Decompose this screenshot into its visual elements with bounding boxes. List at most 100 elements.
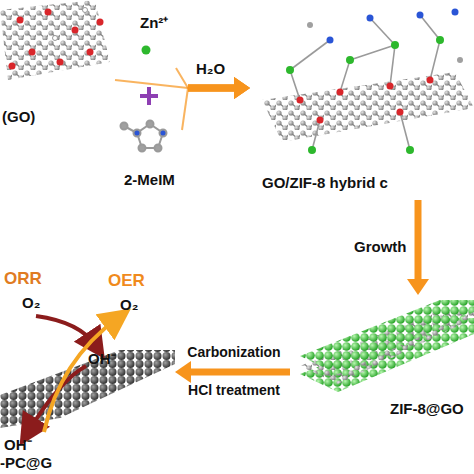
graphene-oxide-part (0, 0, 110, 80)
hybrid-structure-part (290, 15, 440, 150)
arrow-head (175, 361, 191, 383)
structure-node: GO/ZIF-8 hybrid c (250, 0, 474, 200)
arrow-shaft (415, 200, 422, 281)
hybrid-structure-part (308, 146, 316, 154)
structure-label: (GO) (2, 108, 35, 126)
methylimidazole-molecule (121, 121, 167, 152)
zif8-on-graphene-part (300, 300, 474, 374)
chemical-label: O₂ (22, 294, 40, 312)
hybrid-structure-part-part (400, 112, 410, 150)
zinc-ion-part (142, 46, 151, 55)
methylimidazole-molecule-part (160, 130, 167, 137)
reaction-arrow (407, 200, 429, 295)
hybrid-structure-part-part (312, 120, 320, 150)
hybrid-structure-part (317, 117, 324, 124)
hybrid-structure-part (391, 41, 399, 49)
structure-node: (GO) (0, 0, 115, 130)
arrow-head (234, 77, 250, 99)
orr-oer-arrows-part (36, 316, 96, 346)
graphene-oxide-part (17, 17, 24, 24)
reaction-arrow (182, 77, 250, 130)
graphene-oxide-part (87, 49, 94, 56)
graphene-oxide-part (9, 63, 16, 70)
hybrid-structure-part (436, 36, 444, 44)
arrow-label: H₂O (196, 60, 225, 78)
chemical-label: OH⁻ (4, 436, 32, 454)
structure-label: Zn²⁺ (140, 14, 168, 32)
arrow-shaft (189, 369, 290, 376)
arrow-head (234, 77, 250, 99)
graphene-oxide-part (45, 9, 52, 16)
zif8-on-graphene (300, 300, 474, 392)
structure-node: -PC@G (0, 340, 175, 474)
hybrid-structure-part (286, 66, 294, 74)
structure-node: Zn²⁺ (120, 14, 180, 68)
zinc-ion (142, 46, 151, 55)
hybrid-structure-part (337, 89, 344, 96)
arrow-shaft (188, 85, 236, 92)
hybrid-structure-part-part (370, 18, 395, 45)
graphene-oxide-part (97, 19, 104, 26)
hybrid-structure-part-part (430, 40, 440, 80)
structure-label: GO/ZIF-8 hybrid c (262, 174, 388, 192)
hybrid-structure-part (307, 22, 313, 28)
reaction-arrow (175, 361, 290, 383)
hybrid-structure-part (297, 97, 304, 104)
graphene-oxide-part (57, 59, 64, 66)
plus-sign-part (147, 87, 151, 105)
arrow-branch (182, 88, 188, 130)
hybrid-structure-part-part (390, 45, 395, 86)
methylimidazole-molecule-part (121, 123, 128, 130)
arrow-branch (115, 80, 188, 88)
methylimidazole-molecule-part (134, 130, 141, 137)
hybrid-structure-part (397, 109, 404, 116)
structure-label: ZIF-8@GO (390, 400, 464, 418)
graphene-oxide-part (29, 49, 36, 56)
hybrid-structure-part-part (420, 15, 440, 40)
hybrid-structure-part (387, 83, 394, 90)
orr-oer-arrows-part (44, 318, 118, 432)
structure-label: -PC@G (0, 454, 52, 472)
arrow-shaft (188, 85, 236, 92)
arrow-head (407, 279, 429, 295)
hybrid-structure-part-part (350, 45, 395, 60)
structure-label: 2-MeIM (124, 171, 175, 189)
orr-oer-arrows-part (28, 366, 86, 432)
reaction-arrow (115, 77, 250, 99)
hybrid-structure-part (367, 15, 374, 22)
hybrid-structure (262, 9, 474, 155)
hybrid-structure-part-part (340, 60, 350, 92)
chemical-label: ORR (4, 270, 42, 288)
hybrid-structure-part (427, 77, 434, 84)
hybrid-structure-part-part (290, 40, 330, 70)
graphene-oxide-part (72, 27, 79, 34)
hybrid-structure-part (452, 9, 459, 16)
chemical-label: OH⁻ (88, 350, 116, 368)
hybrid-structure-part (346, 56, 354, 64)
methylimidazole-molecule-part (155, 145, 162, 152)
structure-node: ZIF-8@GO (290, 295, 474, 425)
arrow-branch (176, 68, 188, 88)
graphene-oxide-part (53, 36, 58, 41)
hybrid-structure-part (457, 57, 463, 63)
arrow-shaft (188, 85, 236, 92)
hybrid-structure-part-part (290, 70, 300, 100)
structure-node: 2-MeIM (110, 105, 182, 195)
graphene-oxide (0, 0, 110, 80)
methylimidazole-molecule-part (139, 145, 146, 152)
hybrid-structure-part (327, 37, 334, 44)
porous-carbon-graphene-part (0, 350, 175, 428)
hybrid-structure-part (417, 12, 424, 19)
arrow-label: Carbonization HCl treatment (178, 333, 290, 409)
chemical-label: O₂ (120, 296, 138, 314)
arrow-label: Growth (354, 238, 407, 256)
hybrid-structure-part (406, 146, 414, 154)
plus-sign (140, 87, 158, 105)
porous-carbon-graphene (0, 350, 175, 428)
graphene-oxide-part (83, 8, 88, 13)
methylimidazole-molecule-part (147, 121, 154, 128)
arrow-head (234, 77, 250, 99)
orr-oer-arrows (28, 316, 118, 432)
